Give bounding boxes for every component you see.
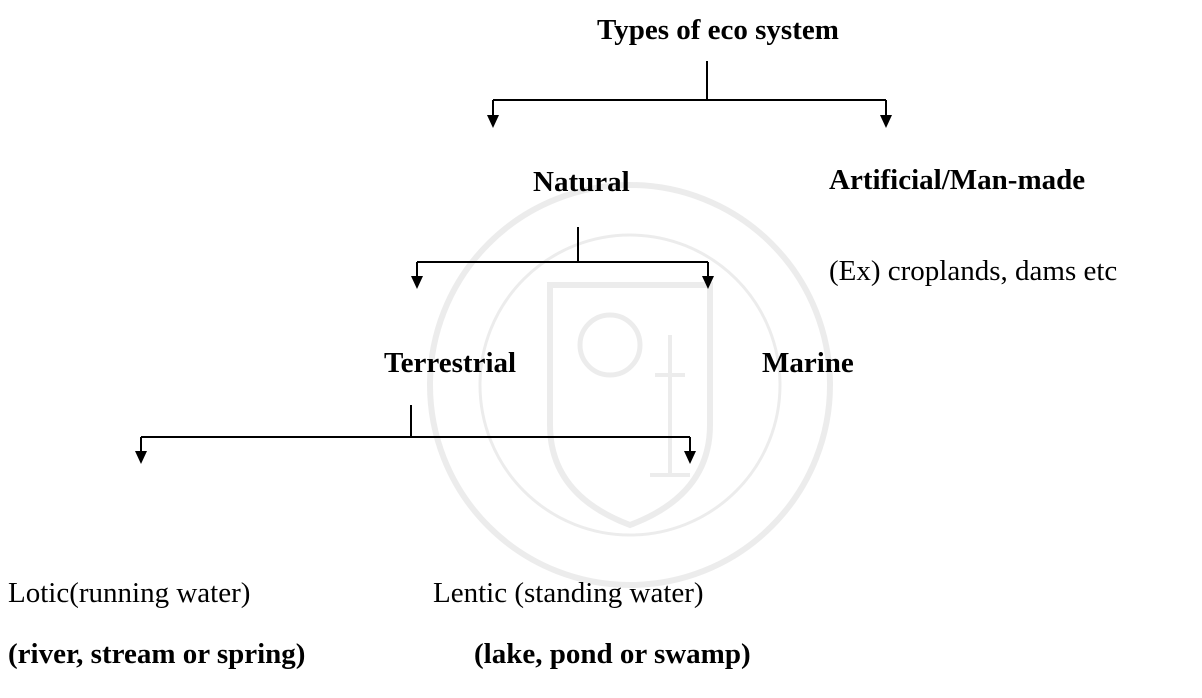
node-types-of-eco-system: Types of eco system [597,14,839,46]
node-natural: Natural [533,166,630,198]
arrowhead [702,276,714,289]
artificial-example: (Ex) croplands, dams etc [829,255,1118,287]
arrowhead [684,451,696,464]
node-marine: Marine [762,347,854,379]
arrowhead [880,115,892,128]
arrowhead [411,276,423,289]
arrowhead [135,451,147,464]
lotic-example: (river, stream or spring) [8,638,306,670]
arrowhead [487,115,499,128]
node-artificial-man-made: Artificial/Man-made [829,164,1086,196]
lentic-example: (lake, pond or swamp) [474,638,751,670]
node-lotic: Lotic(running water) [8,577,251,609]
node-terrestrial: Terrestrial [384,347,517,379]
node-lentic: Lentic (standing water) [433,577,704,609]
